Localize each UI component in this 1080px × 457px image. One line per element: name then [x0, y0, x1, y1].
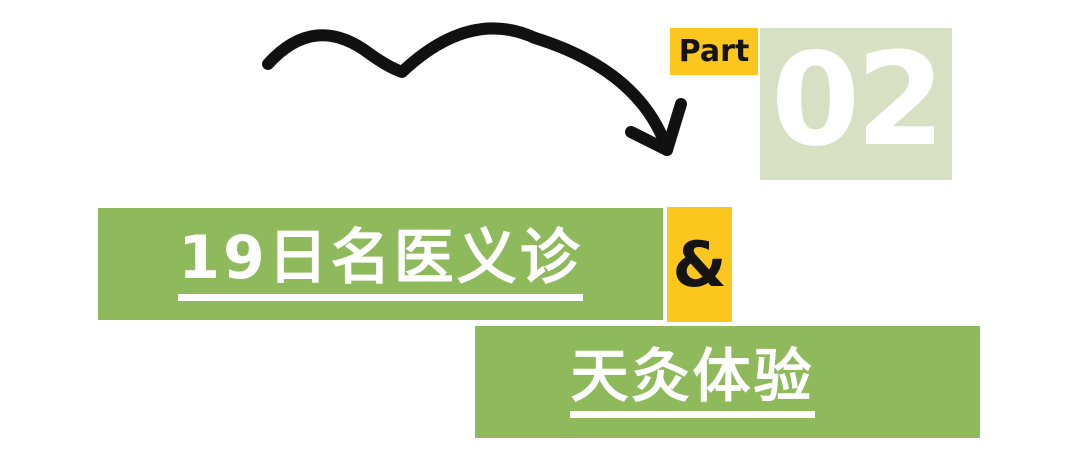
part-label-badge: Part: [670, 28, 758, 75]
section-number-box: 02: [760, 28, 952, 180]
banner-moxibustion: 天灸体验: [475, 326, 980, 438]
banner-clinic-day: 19日名医义诊: [98, 208, 663, 320]
banner-clinic-day-text: 19日名医义诊: [178, 228, 583, 301]
banner-moxibustion-text: 天灸体验: [570, 347, 815, 418]
ampersand-badge: &: [667, 207, 732, 322]
part-label-text: Part: [678, 34, 750, 69]
ampersand-text: &: [672, 228, 727, 301]
section-number-text: 02: [770, 26, 945, 175]
